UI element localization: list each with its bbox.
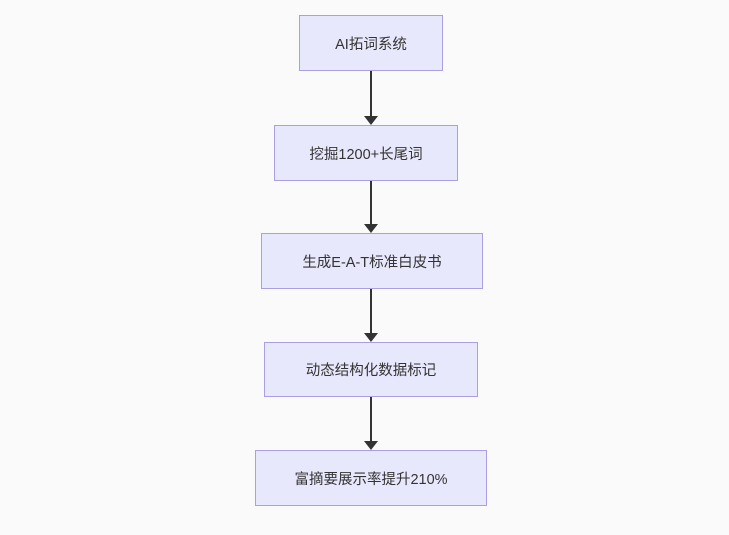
edge-line-4 (370, 397, 372, 441)
flow-node-longtail-mining: 挖掘1200+长尾词 (274, 125, 458, 181)
arrowhead-down-icon (364, 224, 378, 233)
arrowhead-down-icon (364, 333, 378, 342)
edge-line-2 (370, 181, 372, 224)
arrowhead-down-icon (364, 116, 378, 125)
flow-node-ai-word-system: AI拓词系统 (299, 15, 443, 71)
flow-node-rich-snippet-result: 富摘要展示率提升210% (255, 450, 487, 506)
flow-node-label: 动态结构化数据标记 (305, 363, 437, 379)
edge-line-3 (370, 289, 372, 333)
flow-node-label: 生成E-A-T标准白皮书 (302, 254, 442, 271)
flow-node-label: 挖掘1200+长尾词 (309, 146, 423, 163)
edge-line-1 (370, 71, 372, 116)
flow-node-structured-data: 动态结构化数据标记 (264, 342, 478, 397)
flow-node-label: 富摘要展示率提升210% (294, 471, 448, 488)
flow-node-label: AI拓词系统 (335, 36, 407, 53)
arrowhead-down-icon (364, 441, 378, 450)
flow-node-eat-whitepaper: 生成E-A-T标准白皮书 (261, 233, 483, 289)
